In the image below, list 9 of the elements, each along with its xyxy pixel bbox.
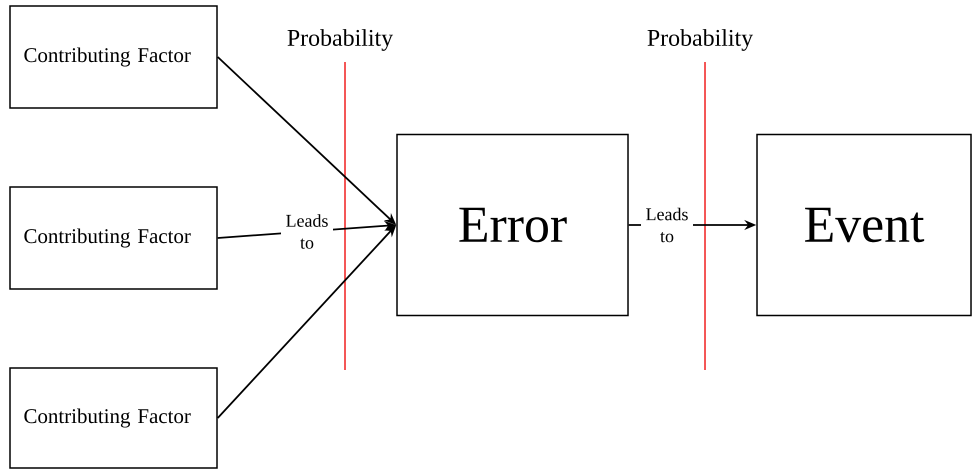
probability-label: Probability <box>288 29 394 51</box>
process-box: Contributing Factor <box>9 186 218 290</box>
edge-label: Leads to <box>286 214 328 249</box>
edge-label: Leads to <box>646 208 688 242</box>
probability-label: Probability <box>648 29 754 51</box>
process-box: Contributing Factor <box>9 367 218 469</box>
process-box: Event <box>756 134 972 316</box>
process-box: Contributing Factor <box>9 5 218 109</box>
process-box: Error <box>396 134 629 316</box>
